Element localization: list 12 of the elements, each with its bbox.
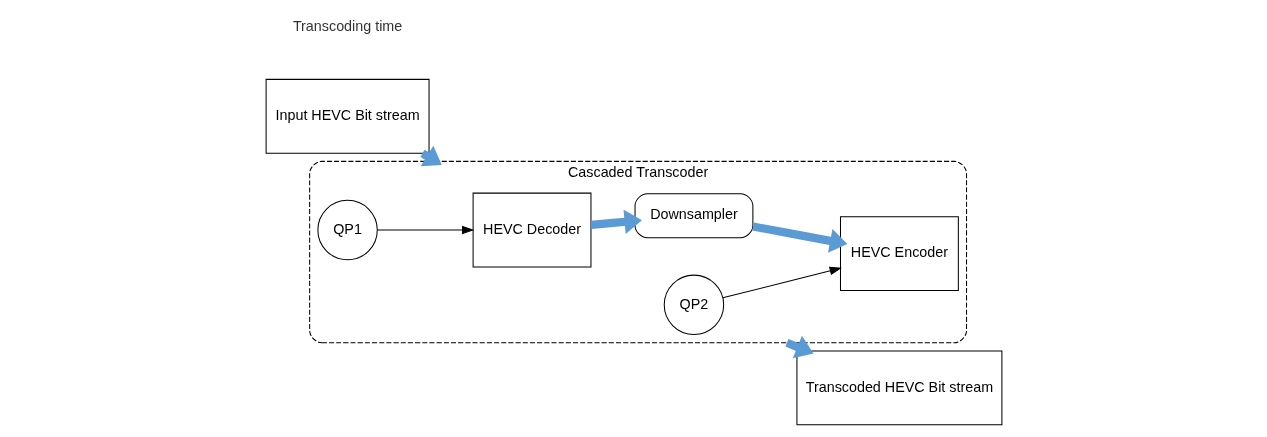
node-box: Input HEVC Bit stream (265, 78, 430, 154)
node-circle: QP1 (316, 199, 378, 261)
label: Transcoding time (292, 17, 402, 34)
node-box: HEVC Decoder (472, 192, 591, 268)
node-box: HEVC Encoder (839, 216, 959, 291)
node-box: Downsampler (634, 193, 753, 239)
arrow (590, 209, 642, 234)
arrow (751, 222, 847, 253)
node-box: Transcoded HEVC Bit stream (795, 350, 1002, 426)
node-circle: QP2 (663, 274, 724, 336)
arrow (721, 266, 842, 299)
arrow (376, 225, 474, 235)
